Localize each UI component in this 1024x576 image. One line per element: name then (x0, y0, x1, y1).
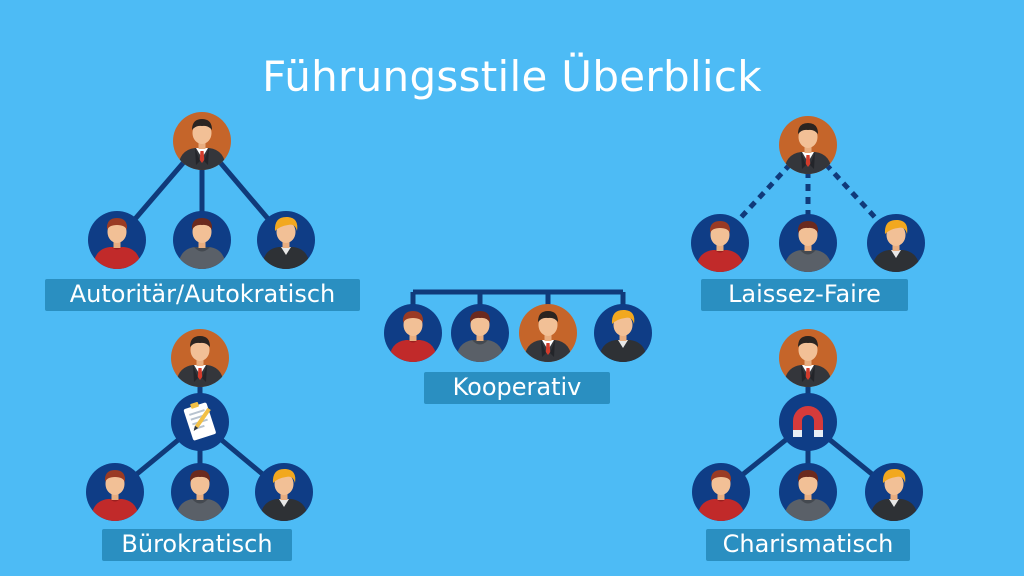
leader-avatar-icon (171, 329, 229, 388)
group-laissez-faire (691, 116, 925, 273)
member-avatar-icon (171, 463, 229, 522)
label-kooperativ: Kooperativ (424, 372, 610, 404)
group-charismatisch (692, 329, 923, 522)
rules-document-icon (170, 392, 230, 452)
page-title: Führungsstile Überblick (262, 52, 762, 101)
label-buerokratisch: Bürokratisch (102, 529, 292, 561)
member-avatar-icon (692, 463, 750, 522)
member-avatar-icon (384, 304, 442, 363)
leader-avatar-icon (519, 304, 577, 363)
member-avatar-icon (779, 214, 837, 273)
member-avatar-icon (255, 463, 313, 522)
member-avatar-icon (451, 304, 509, 363)
member-avatar-icon (86, 463, 144, 522)
member-avatar-icon (865, 463, 923, 522)
magnet-icon (779, 393, 837, 451)
group-kooperativ (384, 289, 652, 363)
member-avatar-icon (257, 211, 315, 270)
label-laissez-faire: Laissez-Faire (701, 279, 908, 311)
member-avatar-icon (173, 211, 231, 270)
label-charismatisch: Charismatisch (706, 529, 910, 561)
leader-avatar-icon (779, 329, 837, 388)
member-avatar-icon (867, 214, 925, 273)
group-buerokratisch (86, 329, 313, 522)
member-avatar-icon (691, 214, 749, 273)
label-autoritaer: Autoritär/Autokratisch (45, 279, 360, 311)
group-autoritaer (88, 112, 315, 270)
member-avatar-icon (779, 463, 837, 522)
member-avatar-icon (88, 211, 146, 270)
member-avatar-icon (594, 304, 652, 363)
